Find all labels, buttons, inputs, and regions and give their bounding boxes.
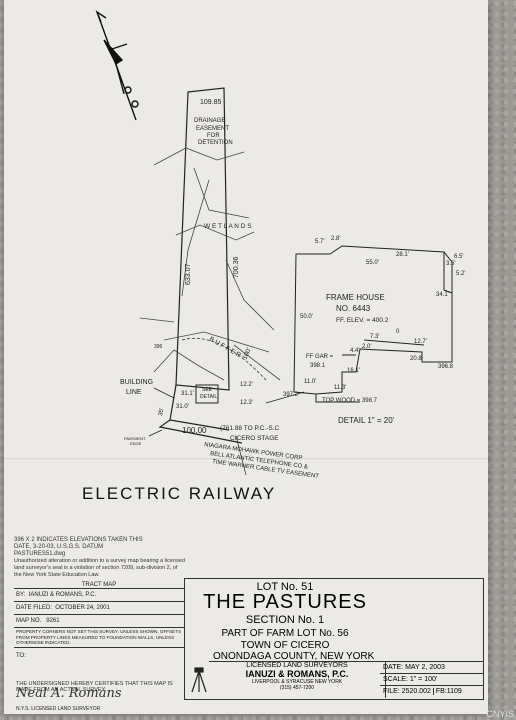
buffer-distance: 100' xyxy=(241,347,252,361)
tract-map-table: TRACT MAP BY: IANUZI & ROMANS, P.C. DATE… xyxy=(14,582,184,664)
dim-corner-bl: 397.2 xyxy=(283,392,299,398)
survey-sheet: 5.7' 2.8' 28.1' 55.0' 3.5' 6.5' 5.2' 34.… xyxy=(4,0,488,714)
dim-d: 12.3' xyxy=(240,400,253,406)
title-block: LOT No. 51 THE PASTURES SECTION No. 1 PA… xyxy=(184,578,484,700)
dim-mid-a: 0 xyxy=(396,329,400,335)
house-title: FRAME HOUSE xyxy=(326,293,385,302)
left-length: 633.07 xyxy=(185,263,192,285)
town-name: TOWN OF CICERO xyxy=(240,640,330,651)
easement-line-2: EASEMENT xyxy=(196,126,229,132)
easement-line-1: DRAINAGE xyxy=(194,118,225,124)
survey-file: FILE: 2520.002 FB:1109 xyxy=(380,685,483,697)
tract-by: BY: IANUZI & ROMANS, P.C. xyxy=(14,588,184,602)
tract-map-no: MAP NO. 9261 xyxy=(14,614,184,628)
north-arrow-icon xyxy=(95,10,139,121)
survey-scale: SCALE: 1" = 100' xyxy=(380,673,483,685)
dim-corner-br: 396.8 xyxy=(438,364,454,370)
firm-name: IANUZI & ROMANS, P.C. xyxy=(245,669,349,679)
tract-date-filed: DATE FILED: OCTOBER 24, 2001 xyxy=(14,601,184,615)
wetlands-lines xyxy=(139,147,281,381)
datum-note: DATE, 3-20-03, U.S.G.S. DATUM xyxy=(14,544,104,550)
licensed-label: LICENSED LAND SURVEYORS xyxy=(246,662,348,669)
ff-garage-label: FF GAR = xyxy=(306,354,334,360)
detail-house-labels: FRAME HOUSE NO. 6443 FF. ELEV. = 400.2 F… xyxy=(306,293,395,425)
dim-mid-b: 7.3' xyxy=(370,334,380,340)
easement-line-4: DETENTION xyxy=(198,140,233,146)
elevation-note: 396 X 2 INDICATES ELEVATIONS TAKEN THIS xyxy=(14,537,143,543)
subdivision-name: THE PASTURES xyxy=(203,591,367,613)
legal-note: Unauthorized alteration or addition to a… xyxy=(14,558,185,578)
lot-boundary xyxy=(158,87,243,444)
dim-b: 12.2' xyxy=(240,382,253,388)
dim-c: 31.0' xyxy=(176,404,189,410)
ff-elevation: FF. ELEV. = 400.2 xyxy=(336,317,389,324)
dim-small-a: 4.4' xyxy=(350,348,360,354)
see-detail-1: SEE xyxy=(202,387,213,393)
tract-corners-note: PROPERTY CORNERS NOT SET THIS SURVEY. UN… xyxy=(14,627,184,647)
dim-left: 50.0' xyxy=(300,314,313,320)
farm-lot: PART OF FARM LOT No. 56 xyxy=(221,628,349,639)
paper-fold xyxy=(4,458,488,461)
front-width: 100.00 xyxy=(182,426,207,435)
dim-bottom-b: 11.3' xyxy=(334,385,346,391)
frontage: (761.88 TO P.C.-S.C xyxy=(220,425,280,432)
surveyor-firm-box: LICENSED LAND SURVEYORS IANUZI & ROMANS,… xyxy=(209,661,386,698)
watermark: CNYIS xyxy=(486,709,514,719)
ff-garage-value: 398.1 xyxy=(310,363,326,369)
road-name: CICERO STAGE xyxy=(230,435,279,442)
dim-right-c: 5.2' xyxy=(456,271,466,277)
tract-caption: TRACT MAP xyxy=(81,582,117,588)
dim-bottom-a: 11.0' xyxy=(304,379,316,385)
dim-mid-c: 12.7' xyxy=(414,339,427,345)
lot-number: LOT No. 51 xyxy=(256,581,314,593)
leader-lines xyxy=(148,387,305,476)
site-plan-drawing: 5.7' 2.8' 28.1' 55.0' 3.5' 6.5' 5.2' 34.… xyxy=(95,10,466,480)
survey-date: DATE: MAY 2, 2003 xyxy=(380,661,483,673)
building-line-1: BUILDING xyxy=(120,379,153,386)
surveyor-title: N.Y.S. LICENSED LAND SURVEYOR xyxy=(16,706,101,712)
file-name: PASTURES51.dwg xyxy=(14,551,66,557)
top-width: 109.85 xyxy=(200,99,222,106)
section-number: SECTION No. 1 xyxy=(245,614,325,626)
plan-notes: 396 X 2 INDICATES ELEVATIONS TAKEN THIS … xyxy=(14,537,186,579)
building-footprint xyxy=(195,384,219,404)
buffer-line xyxy=(181,337,267,381)
detail-house-outline xyxy=(293,245,453,403)
tract-to: TO: xyxy=(14,646,184,664)
certification-text: THE UNDERSIGNED HEREBY CERTIFIES THAT TH… xyxy=(16,681,173,693)
firm-phone: (315) 457-7200 xyxy=(279,685,315,691)
survey-info: DATE: MAY 2, 2003 SCALE: 1" = 100' FILE:… xyxy=(380,661,483,697)
plan-labels: 109.85 DRAINAGE EASEMENT FOR DETENTION W… xyxy=(120,99,320,480)
surveyor-tripod-icon xyxy=(191,667,207,693)
dim-right-a: 3.5' xyxy=(446,261,456,267)
house-number: NO. 6443 xyxy=(336,304,371,313)
dim-top-full: 55.0' xyxy=(366,260,379,266)
top-wood: TOP WOOD = 398.7 xyxy=(322,398,378,404)
detail-dimension-labels: 5.7' 2.8' 28.1' 55.0' 3.5' 6.5' 5.2' 34.… xyxy=(283,236,466,398)
dim-small-c: 16.1' xyxy=(347,368,360,374)
see-detail-2: DETAIL xyxy=(200,394,217,400)
dim-right-b: 6.5' xyxy=(454,254,464,260)
dim-a: 31.1' xyxy=(181,391,194,397)
dim-mid-d: 20.8' xyxy=(410,356,423,362)
dim-top-main: 28.1' xyxy=(396,252,409,258)
easement-line-3: FOR xyxy=(207,133,220,139)
dim-top-left-a: 5.7' xyxy=(315,239,325,245)
wetlands-label: W E T L A N D S xyxy=(204,223,252,230)
pavement-edge-2: EDGE xyxy=(130,441,142,446)
dim-small-b: 2.0' xyxy=(362,344,372,350)
surveyor-signature: Neal A. Romans xyxy=(16,686,122,701)
building-line-2: LINE xyxy=(126,389,142,396)
dim-right-d: 34.1' xyxy=(436,292,449,298)
right-length: 700.36 xyxy=(233,256,240,278)
spot-elevation: 396 xyxy=(154,344,163,350)
pavement-edge-1: PAVEMENT xyxy=(124,436,146,441)
dim-top-left-b: 2.8' xyxy=(331,236,341,242)
electric-railway-label: ELECTRIC RAILWAY xyxy=(82,484,277,503)
firm-address: LIVERPOOL & SYRACUSE NEW YORK xyxy=(251,679,343,685)
dim-e: 35' xyxy=(158,408,165,417)
detail-caption: DETAIL 1" = 20' xyxy=(338,416,395,425)
county-name: ONONDAGA COUNTY, NEW YORK xyxy=(213,651,375,662)
